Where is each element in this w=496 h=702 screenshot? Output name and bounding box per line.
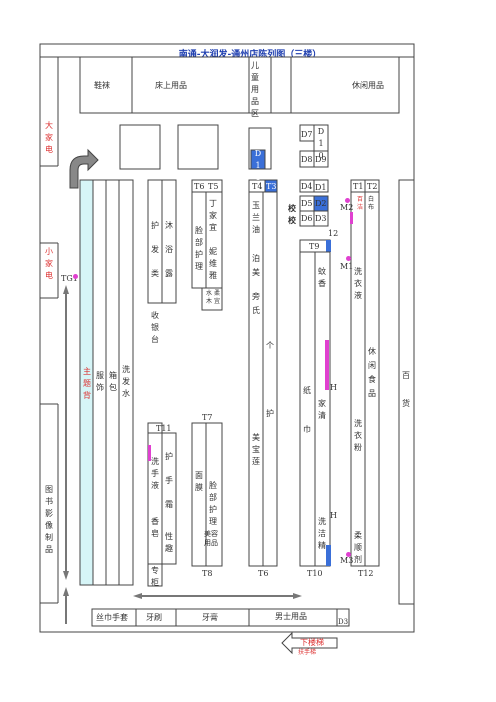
t-t8: T8	[202, 569, 213, 578]
shelf-soap: 香皂	[151, 517, 159, 538]
shelf-hair-care: 护发类	[151, 221, 159, 278]
shelf-small1: 水木	[205, 290, 212, 305]
t-t2: T2	[367, 182, 378, 191]
shelf-washing-powder: 洗衣粉	[354, 419, 362, 452]
d-d1: D1	[315, 183, 327, 192]
d-d5: D5	[301, 199, 313, 208]
t-t4: T4	[252, 182, 263, 191]
col-bags: 箱包	[109, 371, 117, 392]
shelf-yulan: 玉兰油	[252, 201, 260, 234]
shelf-paper: 纸	[303, 386, 311, 395]
shelf-dingjiayi: 丁家宜	[209, 199, 217, 232]
d-d10: D10	[317, 127, 325, 160]
shelf-checkout: 收银台	[151, 311, 159, 344]
shelf-sexual: 性趣	[165, 532, 173, 553]
t-t3: T3	[266, 182, 277, 191]
bottom-d3: D3	[338, 618, 349, 626]
d-d9: D9	[315, 155, 327, 164]
col-clothing: 服饰	[96, 371, 104, 392]
shelf-face-care: 脸部护理	[195, 226, 203, 271]
shelf-cleaner: 柔顺剂	[354, 531, 362, 564]
page-title: 南通-大润发-通州店陈列图（三楼）	[178, 50, 322, 60]
exit-downstairs: 下楼梯	[300, 638, 324, 647]
block-kids: 儿童用品区	[251, 61, 259, 118]
block-bedding: 床上用品	[155, 81, 187, 90]
shelf-beauty: 美容用品	[204, 530, 218, 547]
t-t10: T10	[307, 569, 323, 578]
block-leisure: 休闲用品	[352, 81, 384, 90]
t-t1: T1	[353, 182, 364, 191]
zone-books: 图书影像制品	[45, 485, 53, 554]
d-d3: D3	[315, 214, 327, 223]
shelf-pangshi: 旁氏	[252, 292, 260, 315]
shelf-leisure-food: 休闲食品	[368, 347, 376, 398]
t-t6b: T6	[258, 569, 269, 578]
shelf-mask: 面膜	[195, 471, 203, 492]
shelf-jiaqing: 家清	[318, 399, 326, 420]
label-m1: M1	[340, 262, 354, 271]
t-t5: T5	[208, 182, 219, 191]
shelf-baijie: 百洁	[356, 196, 363, 211]
shelf-face-care2: 脸部护理	[209, 481, 217, 526]
marker-tg1	[73, 274, 78, 279]
label-m2: M2	[340, 203, 354, 212]
t-t6: T6	[194, 182, 205, 191]
label-h-bottom: H	[330, 511, 337, 520]
block-shoes: 鞋袜	[94, 81, 110, 90]
shelf-small2: 柔宜	[213, 290, 220, 305]
marker-m1	[346, 256, 351, 261]
shelf-ge: 个	[266, 341, 274, 350]
d-d6: D6	[301, 214, 313, 223]
shelf-nixueya: 妮维雅	[209, 247, 217, 280]
shelf-towel: 巾	[303, 425, 311, 434]
shelf-special: 专柜	[151, 566, 159, 587]
marker-m2	[345, 198, 350, 203]
shelf-bath: 沐浴露	[165, 221, 173, 278]
zone-general: 百货	[402, 371, 410, 408]
shelf-xiaochou: 蚊香	[318, 267, 326, 288]
shelf-hu: 护	[266, 409, 274, 418]
zone-big-appliance: 大家电	[45, 121, 53, 154]
shelf-laundry: 洗衣液	[354, 267, 362, 300]
col-main-aisle: 主题背	[83, 367, 91, 400]
d-d11: D11	[254, 149, 262, 182]
d-12: 12	[328, 229, 339, 238]
t-t9: T9	[309, 242, 320, 251]
bottom-toothbrush: 牙刷	[146, 613, 162, 622]
exit-escalator: 扶手梯	[298, 649, 317, 656]
d-d2: D2	[315, 199, 327, 208]
shelf-hand-care: 护手霜	[165, 452, 173, 509]
t-t7: T7	[202, 413, 213, 422]
shelf-detergent: 洗洁精	[318, 517, 326, 550]
bottom-mens: 男士用品	[275, 612, 307, 621]
d-d8: D8	[301, 155, 313, 164]
d-d7: D7	[301, 130, 313, 139]
label-tg1: TG1	[61, 274, 78, 283]
shelf-bomei: 泊美	[252, 254, 260, 277]
col-shampoo: 洗发水	[122, 365, 130, 398]
bottom-toothpaste: 牙膏	[202, 613, 218, 622]
label-school: 校校	[288, 203, 296, 225]
shelf-meibaolian: 美宝莲	[252, 433, 260, 466]
d-d4: D4	[301, 182, 313, 191]
t-t11: T11	[156, 424, 172, 433]
label-h-top: H	[330, 383, 337, 392]
shelf-baiheji: 白布	[367, 196, 374, 211]
label-m3: M3	[340, 556, 354, 565]
zone-small-appliance: 小家电	[45, 247, 53, 280]
bottom-towels: 丝巾手套	[96, 613, 128, 622]
t-t12: T12	[358, 569, 374, 578]
shelf-hand-wash: 洗手液	[151, 457, 159, 490]
marker-m3	[346, 552, 351, 557]
